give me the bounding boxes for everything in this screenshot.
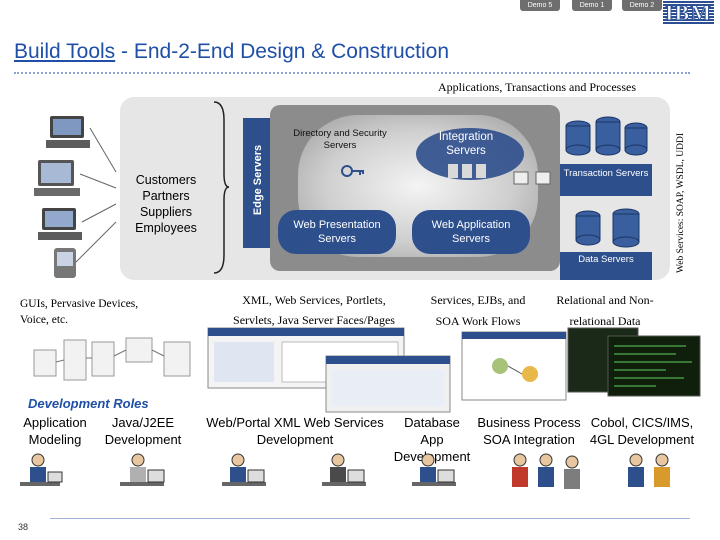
web-services-text: Web Services: SOAP, WSDL, UDDI: [676, 133, 686, 273]
roles-title: Development Roles: [28, 396, 149, 411]
brace-icon: [213, 101, 230, 274]
developer-person-icon: [512, 453, 580, 489]
data-servers: Data Servers: [560, 252, 652, 280]
role-java-j2ee: Java/J2EE Development: [104, 415, 182, 447]
developer-person-icon: [412, 453, 456, 486]
applications-label: Applications, Transactions and Processes: [438, 80, 636, 94]
developer-person-icon: [322, 453, 366, 486]
page-number: 38: [18, 522, 29, 532]
tab-demo-1[interactable]: Demo 1: [572, 0, 612, 11]
client-types: Customers Partners Suppliers Employees: [118, 172, 214, 236]
screenshot-thumbnail-icon: [567, 327, 701, 397]
screenshot-thumbnail-icon: [33, 337, 191, 381]
role-application-modeling: Application Modeling: [23, 415, 87, 447]
client-partners: Partners: [142, 189, 190, 203]
database-server-icon: [565, 116, 648, 156]
transaction-servers: Transaction Servers: [560, 164, 652, 196]
screenshot-thumbnail-icon: [207, 327, 451, 413]
integration-servers-graphic: [416, 128, 524, 180]
title-underlined: Build Tools: [14, 40, 116, 63]
footer-divider: [50, 518, 690, 519]
directory-security-label: Directory and Security Servers: [293, 128, 387, 151]
integration-servers-label: Integration Servers: [438, 131, 494, 157]
developer-person-icon: [120, 453, 165, 486]
role-business-process: Business Process SOA Integration: [477, 415, 581, 447]
developer-figures: [20, 453, 670, 489]
caption-relational-data: Relational and Non-relational Data: [556, 293, 654, 328]
page-title: Build Tools - End-2-End Design & Constru…: [14, 40, 449, 64]
developer-person-icon: [20, 453, 63, 486]
caption-xml-web-services: XML, Web Services, Portlets, Servlets, J…: [233, 293, 395, 327]
handheld-device-icon: [54, 248, 76, 278]
key-icon: [341, 165, 364, 177]
screenshot-thumbnail-icon: [461, 331, 567, 401]
caption-guis: GUIs, Pervasive Devices, Voice, etc.: [20, 298, 139, 326]
client-employees: Employees: [135, 221, 197, 235]
client-customers: Customers: [135, 173, 197, 187]
database-server-icon: [575, 208, 640, 248]
title-divider: [14, 72, 690, 74]
ibm-logo: IBM: [663, 0, 714, 25]
edge-servers-label: Edge Servers: [252, 144, 264, 216]
web-services-label: Web Services: SOAP, WSDL, UDDI: [672, 110, 688, 300]
computer-workstation-icon: [46, 116, 90, 148]
title-rest: - End-2-End Design & Construction: [115, 40, 450, 63]
web-presentation-servers: Web Presentation Servers: [278, 210, 396, 254]
top-bar: [0, 0, 720, 14]
tab-demo-2[interactable]: Demo 2: [622, 0, 662, 11]
client-suppliers: Suppliers: [139, 205, 193, 219]
role-cobol-cics: Cobol, CICS/IMS, 4GL Development: [589, 415, 695, 447]
web-application-servers: Web Application Servers: [412, 210, 530, 254]
edge-servers-box: Edge Servers: [243, 118, 271, 248]
client-devices: [34, 116, 117, 278]
developer-person-icon: [222, 453, 266, 486]
developer-person-icon: [628, 453, 670, 487]
computer-workstation-icon: [34, 160, 80, 196]
computer-workstation-icon: [38, 208, 82, 240]
caption-services-ejbs: Services, EJBs, and SOA Work Flows: [430, 293, 526, 328]
role-web-portal: Web/Portal XML Web Services Development: [206, 415, 384, 447]
tab-demo-5[interactable]: Demo 5: [520, 0, 560, 11]
computer-workstation-icon: [513, 171, 551, 185]
